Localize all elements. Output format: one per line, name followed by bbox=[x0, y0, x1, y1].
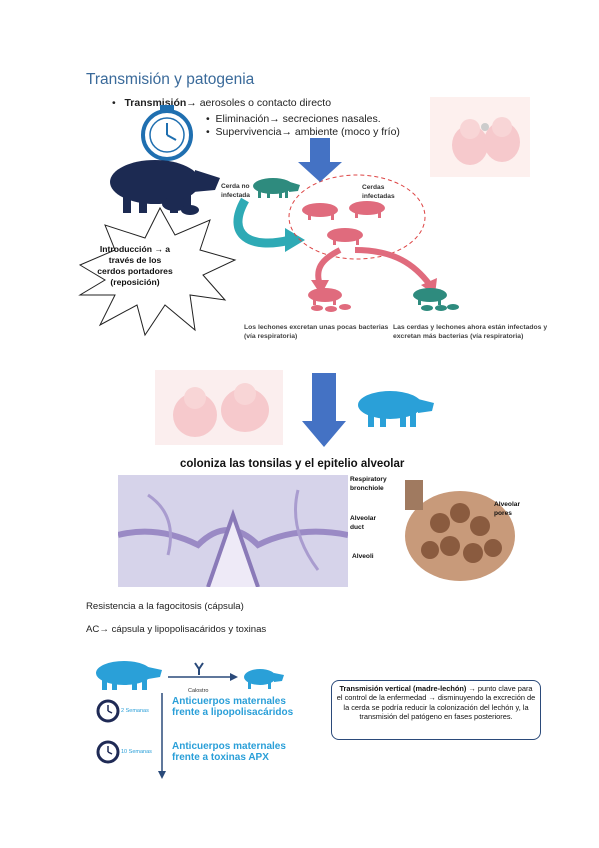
down-arrow-1-icon bbox=[298, 138, 342, 182]
resistance-text: Resistencia a la fagocitosis (cápsula) bbox=[86, 601, 244, 612]
caption-left: Los lechones excretan unas pocas bacteri… bbox=[244, 324, 389, 340]
sub-bullet-eliminacion-text: Eliminación→ secreciones nasales. bbox=[215, 113, 381, 125]
sow-infected-3-icon bbox=[327, 228, 363, 245]
sow-cyan-icon bbox=[96, 661, 162, 690]
clock-10w-icon bbox=[96, 740, 120, 764]
bullet-arrow: → bbox=[186, 97, 197, 109]
sow-infected-2-icon bbox=[349, 201, 385, 218]
transmission-diagram bbox=[78, 105, 459, 337]
sow-piglets-left-icon bbox=[308, 288, 351, 312]
alveoli-label: Alveoli bbox=[352, 553, 374, 560]
sub-bullet-supervivencia: • Supervivencia→ ambiente (moco y frío) bbox=[206, 126, 400, 138]
alveolar-pores-label: Alveolar pores bbox=[494, 501, 521, 517]
maternal-antibody-timeline bbox=[96, 661, 284, 779]
red-arrow-right-icon bbox=[354, 247, 433, 287]
bullet-transmision-text: aerosoles o contacto directo bbox=[196, 97, 332, 109]
antibody-lps-text: Anticuerpos maternales frente a lipopoli… bbox=[172, 696, 294, 718]
lung-histology-image bbox=[118, 475, 348, 587]
sow-infected-1-icon bbox=[302, 203, 338, 220]
colonize-heading: coloniza las tonsilas y el epitelio alve… bbox=[180, 458, 405, 470]
curved-arrow-icon bbox=[233, 197, 292, 248]
piglet-cyan-icon bbox=[244, 669, 284, 689]
bullet-dot: • bbox=[112, 97, 125, 109]
timeline-axis-head bbox=[158, 771, 166, 779]
sow-uninfected-label: Cerda no infectada bbox=[221, 183, 250, 199]
sows-infected-label: Cerdas infectadas bbox=[362, 184, 395, 200]
sub-bullet-dot: • bbox=[206, 113, 216, 125]
alveoli-illustration bbox=[385, 478, 535, 588]
star-text: Introducción → a través de los cerdos po… bbox=[97, 244, 173, 287]
sub-bullet-eliminacion: • Eliminación→ secreciones nasales. bbox=[206, 113, 381, 125]
sub-bullet-supervivencia-text: Supervivencia→ ambiente (moco y frío) bbox=[215, 126, 400, 138]
weeks-2-label: 2 Semanas bbox=[121, 708, 149, 714]
vertical-transmission-box: Transmisión vertical (madre-lechón) → pu… bbox=[331, 680, 541, 740]
clock-icon bbox=[141, 105, 193, 161]
antibody-y-icon bbox=[194, 662, 204, 675]
starburst-shape bbox=[78, 206, 237, 337]
red-arrow-left-head bbox=[311, 280, 329, 295]
coughing-pigs-image bbox=[155, 370, 283, 445]
curved-arrow-head bbox=[285, 228, 305, 252]
box-rest-text: → punto clave para el control de la enfe… bbox=[336, 684, 536, 722]
sneezing-pigs-image bbox=[430, 97, 530, 177]
sow-navy-icon bbox=[110, 160, 220, 215]
page-title: Transmisión y patogenia bbox=[86, 71, 255, 88]
sow-piglets-right-icon bbox=[413, 288, 459, 311]
alveolar-duct-label: Alveolar duct bbox=[350, 515, 377, 531]
weeks-10-label: 10 Semanas bbox=[121, 749, 152, 755]
sow-uninfected-icon bbox=[253, 178, 300, 198]
calostro-label: Calostro bbox=[188, 688, 209, 694]
box-bold-text: Transmisión vertical (madre-lechón) bbox=[339, 684, 467, 693]
respiratory-bronchiole-label: Respiratory bronchiole bbox=[350, 476, 387, 492]
infected-group-outline bbox=[288, 174, 426, 260]
blue-pig-icon bbox=[358, 391, 434, 427]
ac-text: AC→ cápsula y lipopolisacáridos y toxina… bbox=[86, 624, 267, 635]
sub-bullet-dot: • bbox=[206, 126, 216, 138]
antibody-apx-text: Anticuerpos maternales frente a toxinas … bbox=[172, 741, 286, 763]
down-arrow-2-icon bbox=[302, 373, 346, 447]
clock-2w-icon bbox=[96, 699, 120, 723]
red-arrow-left-icon bbox=[315, 247, 342, 286]
calostro-arrow-head bbox=[230, 673, 238, 681]
caption-right: Las cerdas y lechones ahora están infect… bbox=[393, 324, 548, 340]
